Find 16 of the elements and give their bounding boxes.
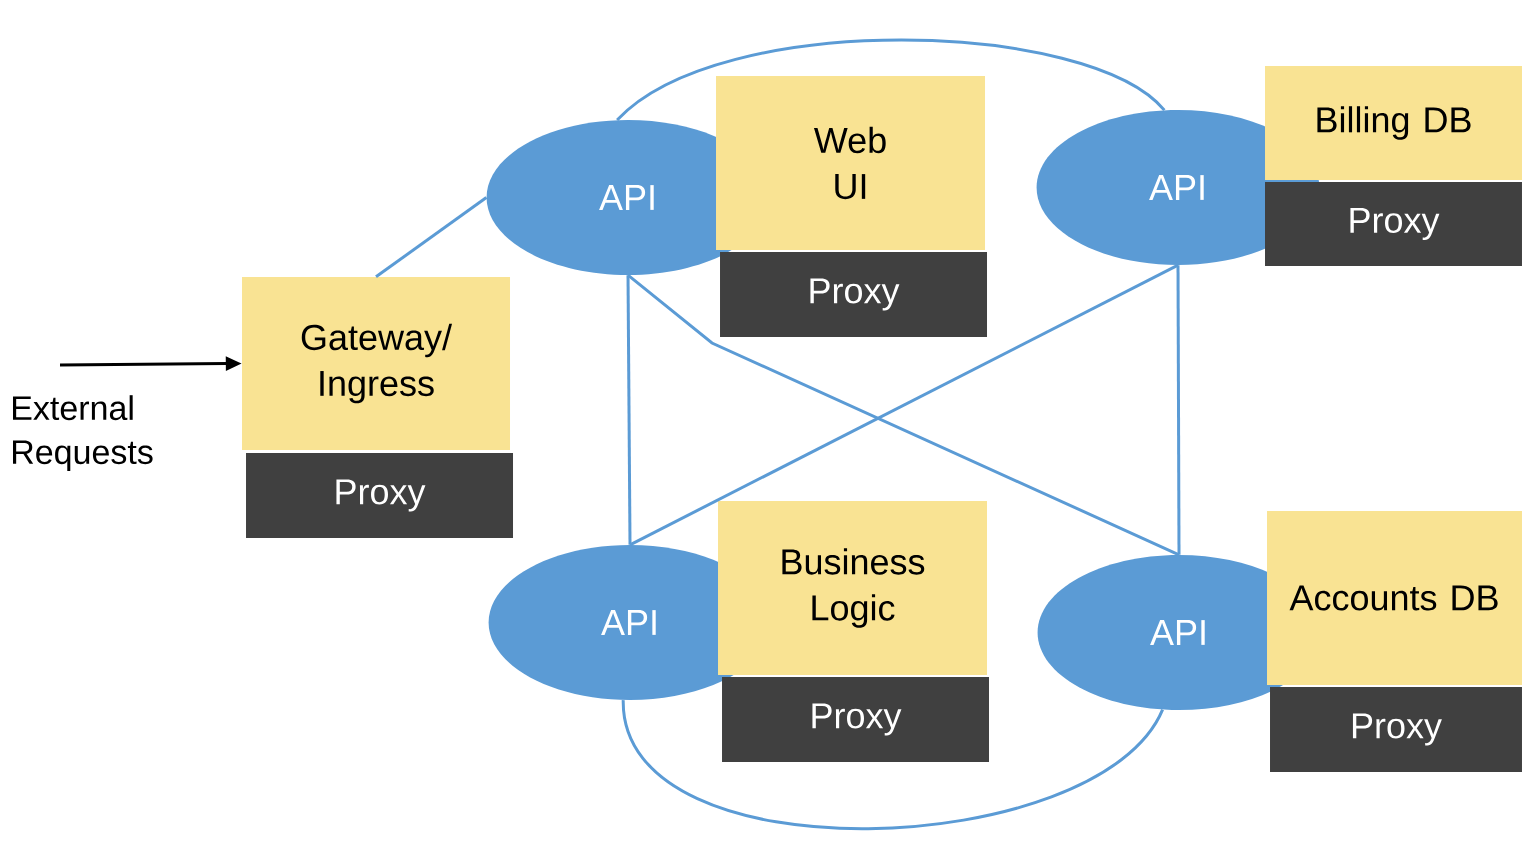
- connector-line: [621, 699, 1164, 831]
- proxy-box: Proxy: [720, 252, 987, 337]
- connector-line: [375, 196, 488, 278]
- proxy-box: Proxy: [1265, 182, 1522, 266]
- service-box: Accounts DB: [1267, 511, 1522, 685]
- proxy-box: Proxy: [1270, 687, 1522, 772]
- text-label: External Requests: [13, 395, 153, 471]
- connector-line: [626, 275, 632, 545]
- service-box: Business Logic: [718, 501, 987, 675]
- connector-line: [1176, 265, 1181, 555]
- proxy-box: Proxy: [246, 453, 513, 538]
- service-box: Web UI: [716, 76, 985, 250]
- connector-line: [616, 38, 1166, 122]
- service-box: Gateway/ Ingress: [242, 277, 510, 450]
- proxy-box: Proxy: [722, 677, 989, 762]
- service-box: Billing DB: [1265, 66, 1522, 180]
